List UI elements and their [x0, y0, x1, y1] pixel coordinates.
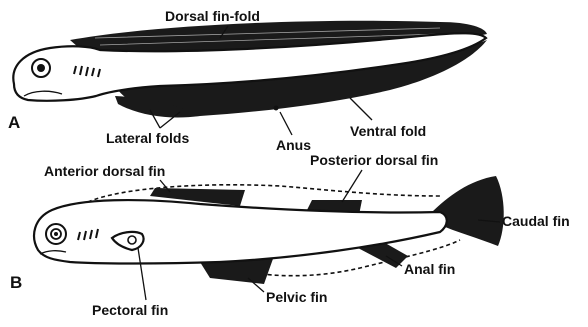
leader-posterior-dorsal-fin	[342, 170, 362, 202]
label-anterior-dorsal-fin: Anterior dorsal fin	[44, 163, 165, 179]
label-ventral-fold: Ventral fold	[350, 123, 426, 139]
panel-b-modern-fish: Anterior dorsal fin Posterior dorsal fin…	[10, 152, 570, 318]
label-anal-fin: Anal fin	[404, 261, 455, 277]
anus-point	[274, 106, 279, 111]
label-pelvic-fin: Pelvic fin	[266, 289, 327, 305]
label-caudal-fin: Caudal fin	[502, 213, 570, 229]
panel-a-pupil-icon	[37, 64, 45, 72]
label-lateral-folds: Lateral folds	[106, 130, 189, 146]
panel-b-letter: B	[10, 273, 22, 292]
panel-a-letter: A	[8, 113, 20, 132]
leader-ventral-fold	[350, 98, 372, 120]
label-anus: Anus	[276, 137, 311, 153]
leader-anus	[280, 112, 292, 135]
panel-b-pupil-icon	[54, 232, 58, 236]
label-posterior-dorsal-fin: Posterior dorsal fin	[310, 152, 438, 168]
panel-a-primitive-fish: Dorsal fin-fold Lateral folds Anus Ventr…	[8, 8, 487, 153]
label-dorsal-fin-fold: Dorsal fin-fold	[165, 8, 260, 24]
caudal-fin-shape	[430, 176, 504, 246]
label-pectoral-fin: Pectoral fin	[92, 302, 168, 318]
